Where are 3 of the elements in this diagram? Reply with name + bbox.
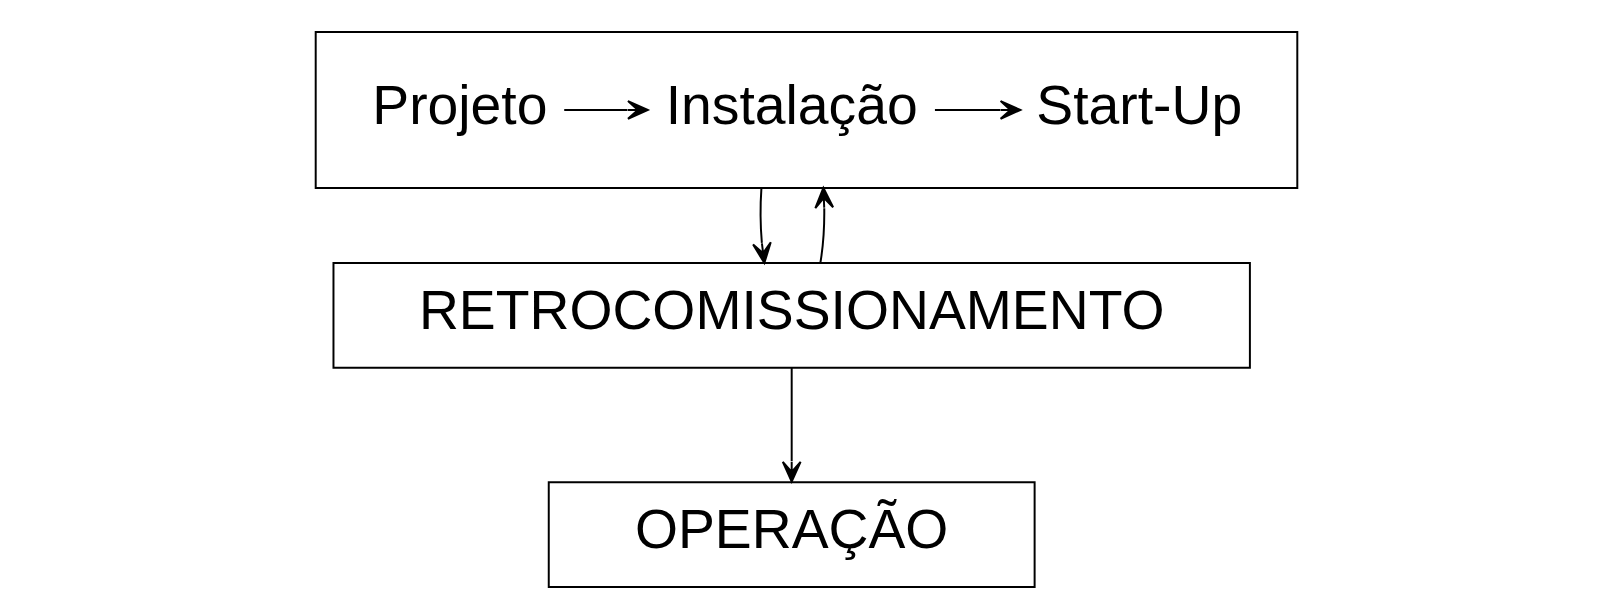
node-text: Projeto <box>371 73 547 136</box>
node-text: Start-Up <box>1035 73 1242 136</box>
node-text: Instalação <box>665 73 918 136</box>
